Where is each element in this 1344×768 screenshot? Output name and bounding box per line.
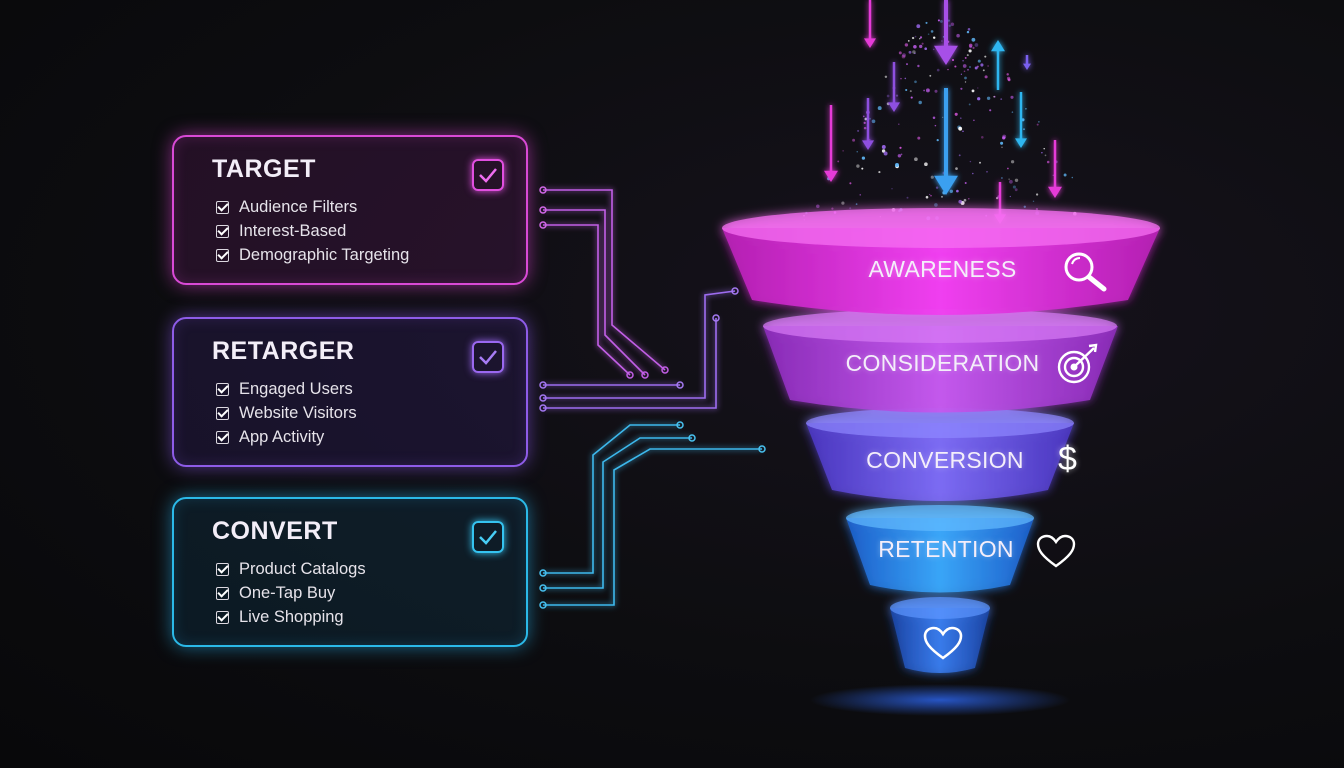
check-icon [216, 225, 229, 238]
list-item-label: Product Catalogs [239, 560, 366, 579]
stage-awareness-label: AWARENESS [840, 256, 1045, 283]
list-item-label: Demographic Targeting [239, 246, 409, 265]
checkbox-icon[interactable] [472, 341, 504, 373]
convert-title: CONVERT [212, 517, 338, 546]
list-item: Audience Filters [216, 195, 409, 219]
list-item: Live Shopping [216, 605, 366, 629]
convert-card: CONVERT Product Catalogs One-Tap Buy Liv… [172, 497, 528, 647]
check-icon [216, 611, 229, 624]
stage-retention-label: RETENTION [855, 536, 1037, 563]
target-list: Audience Filters Interest-Based Demograp… [216, 195, 409, 267]
stage-consideration-label: CONSIDERATION [820, 350, 1065, 377]
retarget-card: RETARGER Engaged Users Website Visitors … [172, 317, 528, 467]
check-icon [216, 407, 229, 420]
retarget-title: RETARGER [212, 337, 354, 366]
check-icon [216, 201, 229, 214]
list-item-label: Website Visitors [239, 404, 357, 423]
list-item: One-Tap Buy [216, 581, 366, 605]
check-icon [216, 563, 229, 576]
heart-icon [1036, 534, 1076, 570]
list-item-label: Audience Filters [239, 198, 357, 217]
dollar-icon: $ [1058, 440, 1077, 479]
target-card: TARGET Audience Filters Interest-Based D… [172, 135, 528, 285]
list-item-label: App Activity [239, 428, 324, 447]
checkbox-icon[interactable] [472, 159, 504, 191]
list-item: App Activity [216, 425, 357, 449]
list-item-label: Interest-Based [239, 222, 346, 241]
heart-icon [923, 626, 963, 662]
convert-list: Product Catalogs One-Tap Buy Live Shoppi… [216, 557, 366, 629]
check-icon [216, 249, 229, 262]
list-item: Demographic Targeting [216, 243, 409, 267]
target-title: TARGET [212, 155, 316, 184]
search-icon [1060, 248, 1110, 294]
stage-conversion-label: CONVERSION [840, 447, 1050, 474]
list-item: Interest-Based [216, 219, 409, 243]
list-item: Engaged Users [216, 377, 357, 401]
check-icon [216, 587, 229, 600]
list-item-label: Engaged Users [239, 380, 353, 399]
list-item: Product Catalogs [216, 557, 366, 581]
check-icon [216, 431, 229, 444]
checkbox-icon[interactable] [472, 521, 504, 553]
retarget-list: Engaged Users Website Visitors App Activ… [216, 377, 357, 449]
list-item: Website Visitors [216, 401, 357, 425]
list-item-label: One-Tap Buy [239, 584, 335, 603]
list-item-label: Live Shopping [239, 608, 344, 627]
check-icon [216, 383, 229, 396]
target-icon [1056, 343, 1102, 385]
